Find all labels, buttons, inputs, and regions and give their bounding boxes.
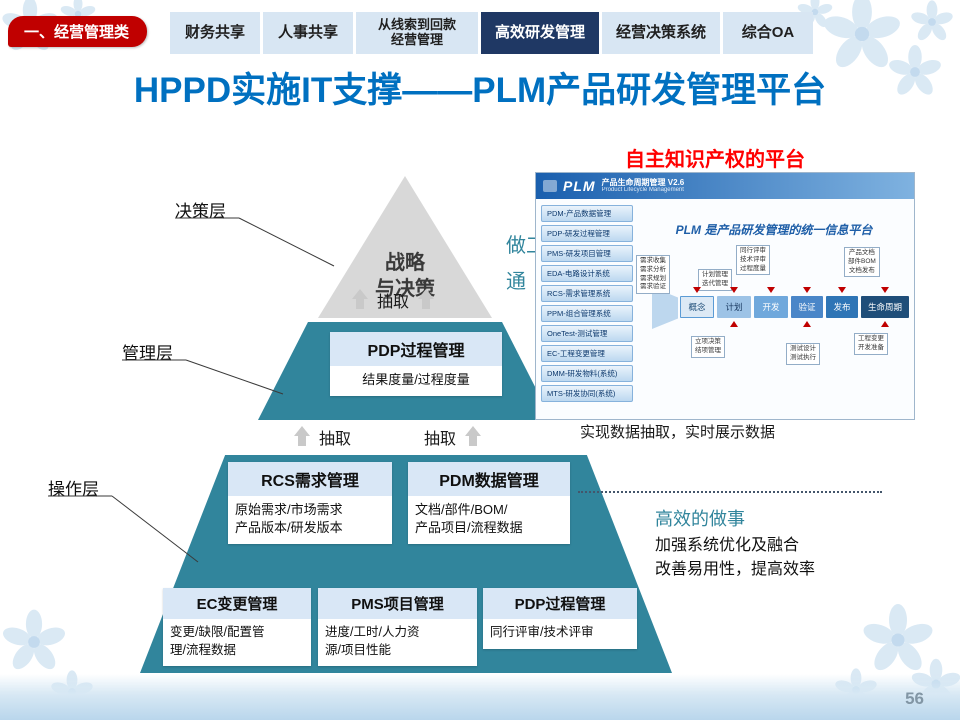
box-body: 变更/缺限/配置管 理/流程数据	[170, 625, 265, 657]
plm-annotation: 需求收集 需求分析 需求规划 需求验证	[636, 255, 670, 295]
ip-platform-caption: 自主知识产权的平台	[625, 149, 805, 171]
page-title: HPPD实施IT支撑——PLM产品研发管理平台	[133, 71, 827, 110]
plm-stage-concept: 概念	[680, 296, 714, 318]
plm-main-area: PLM 是产品研发管理的统一信息平台 概念 计划 开发 验证 发布 生命周期 同…	[636, 221, 912, 417]
up-arrow-icon	[352, 289, 368, 311]
plm-sidebar-item-rcs[interactable]: RCS-需求管理系统	[541, 285, 633, 302]
plm-annotation: 产品文档 部件BOM 文档发布	[844, 247, 880, 278]
plm-sidebar-item-pdm[interactable]: PDM-产品数据管理	[541, 205, 633, 222]
plm-title-bar: PLM 产品生命周期管理 V2.6 Product Lifecycle Mana…	[536, 173, 914, 199]
milestone-marker-icon	[881, 287, 889, 293]
up-arrow-icon	[418, 289, 435, 311]
plm-screenshot: PLM 产品生命周期管理 V2.6 Product Lifecycle Mana…	[535, 172, 915, 420]
tab-lead-to-cash[interactable]: 从线索到回款 经营管理	[356, 12, 478, 54]
box-title: EC变更管理	[163, 588, 311, 619]
plm-annotation: 计划管理 迭代管理	[698, 269, 732, 291]
plm-stage-verify: 验证	[791, 296, 823, 318]
plm-stage-lifecycle: 生命周期	[861, 296, 909, 318]
plm-annotation: 工程变更 开发准备	[854, 333, 888, 355]
plm-banner-title: PLM 是产品研发管理的统一信息平台	[675, 223, 873, 237]
footer-bar	[0, 674, 960, 720]
efficiency-line: 改善易用性，提高效率	[655, 561, 816, 578]
box-title: PDP过程管理	[483, 588, 637, 619]
efficiency-title: 高效的做事	[655, 509, 745, 529]
plm-stage-release: 发布	[826, 296, 858, 318]
extract-arrows-top: 抽取	[352, 288, 435, 312]
box-title: PDM数据管理	[408, 462, 570, 496]
plm-stage-develop: 开发	[754, 296, 788, 318]
extract-label: 抽取	[377, 294, 410, 311]
occluded-text-fragment-bottom: 通	[506, 271, 526, 293]
plm-sidebar-item-ec[interactable]: EC-工程变更管理	[541, 345, 633, 362]
operation-layer-label: 操作层	[48, 480, 99, 499]
tab-hr-sharing[interactable]: 人事共享	[263, 12, 353, 54]
dotted-divider	[578, 491, 882, 493]
management-layer-label: 管理层	[122, 344, 173, 363]
extract-label: 抽取	[319, 431, 352, 448]
plm-logo-icon	[543, 180, 557, 192]
milestone-marker-icon	[881, 321, 889, 327]
page-number: 56	[905, 689, 924, 708]
milestone-marker-icon	[803, 287, 811, 293]
pdp-process-box: PDP过程管理 结果度量/过程度量	[330, 332, 502, 397]
up-arrow-icon	[294, 426, 310, 448]
pdm-data-box: PDM数据管理 文档/部件/BOM/ 产品项目/流程数据	[408, 462, 570, 545]
plm-logo-text: PLM	[563, 178, 596, 194]
decision-layer-label: 决策层	[175, 202, 226, 221]
milestone-marker-icon	[838, 287, 846, 293]
milestone-marker-icon	[693, 287, 701, 293]
box-title: RCS需求管理	[228, 462, 392, 496]
plm-sidebar-item-mts[interactable]: MTS-研发协同(系统)	[541, 385, 633, 402]
data-extract-note: 实现数据抽取，实时展示数据	[580, 424, 776, 441]
plm-annotation: 立项决策 结项管理	[691, 336, 725, 358]
box-body: 原始需求/市场需求 产品版本/研发版本	[235, 502, 343, 536]
tab-oa[interactable]: 综合OA	[723, 12, 814, 54]
milestone-marker-icon	[730, 287, 738, 293]
milestone-marker-icon	[803, 321, 811, 327]
plm-stage-plan: 计划	[717, 296, 751, 318]
box-body: 结果度量/过程度量	[362, 372, 470, 387]
tab-decision-system[interactable]: 经营决策系统	[602, 12, 721, 54]
tab-rnd-management[interactable]: 高效研发管理	[481, 12, 600, 54]
extract-arrows-right: 抽取	[424, 425, 482, 449]
plm-sidebar-item-eda[interactable]: EDA-电路设计系统	[541, 265, 633, 282]
plm-sidebar-item-dmm[interactable]: DMM-研发物料(系统)	[541, 365, 633, 382]
plm-sidebar-item-pms[interactable]: PMS-研发项目管理	[541, 245, 633, 262]
plm-annotation: 同行评审 技术评审 过程度量	[736, 245, 770, 276]
plm-sidebar-item-ppm[interactable]: PPM-组合管理系统	[541, 305, 633, 322]
tab-bar: 财务共享 人事共享 从线索到回款 经营管理 高效研发管理 经营决策系统 综合OA	[170, 12, 814, 54]
extract-label: 抽取	[424, 431, 457, 448]
plm-annotation: 测试设计 测试执行	[786, 343, 820, 365]
milestone-marker-icon	[730, 321, 738, 327]
box-title: PMS项目管理	[318, 588, 477, 619]
plm-sidebar: PDM-产品数据管理 PDP-研发过程管理 PMS-研发项目管理 EDA-电路设…	[541, 205, 633, 402]
rcs-requirement-box: RCS需求管理 原始需求/市场需求 产品版本/研发版本	[228, 462, 392, 545]
box-body: 同行评审/技术评审	[490, 625, 594, 639]
pdp-process-bottom-box: PDP过程管理 同行评审/技术评审	[483, 588, 637, 649]
milestone-marker-icon	[767, 287, 775, 293]
plm-sidebar-item-onetest[interactable]: OneTest-测试管理	[541, 325, 633, 342]
plm-sidebar-item-pdp[interactable]: PDP-研发过程管理	[541, 225, 633, 242]
category-pill: 一、经营管理类	[8, 16, 148, 47]
efficiency-line: 加强系统优化及融合	[655, 537, 800, 554]
extract-arrows-left: 抽取	[294, 425, 351, 449]
box-body: 进度/工时/人力资 源/项目性能	[325, 625, 420, 657]
plm-header-cn: 产品生命周期管理 V2.6	[601, 177, 685, 187]
up-arrow-icon	[465, 426, 482, 448]
tab-finance-sharing[interactable]: 财务共享	[170, 12, 260, 54]
plm-header-en: Product Lifecycle Management	[601, 187, 684, 194]
ec-change-box: EC变更管理 变更/缺限/配置管 理/流程数据	[163, 588, 311, 666]
box-body: 文档/部件/BOM/ 产品项目/流程数据	[415, 502, 523, 536]
pms-project-box: PMS项目管理 进度/工时/人力资 源/项目性能	[318, 588, 477, 666]
box-title: PDP过程管理	[330, 332, 502, 366]
